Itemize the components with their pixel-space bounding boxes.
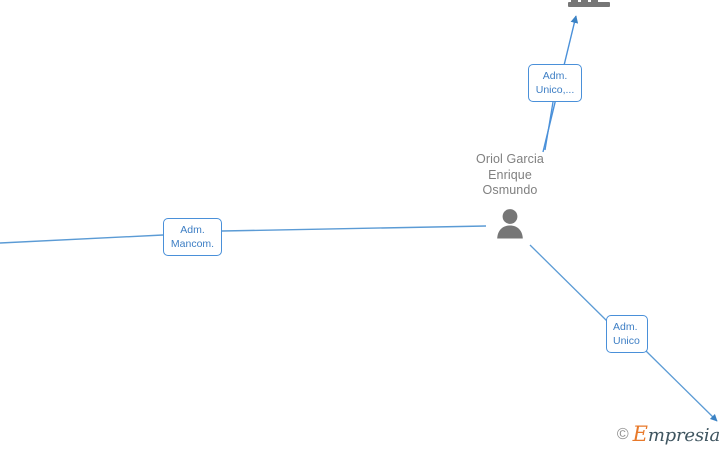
edge-mancom-label-to-person — [221, 225, 487, 232]
person-node-oriol-garcia[interactable]: Oriol Garcia Enrique Osmundo — [440, 152, 580, 241]
company-building-icon[interactable] — [568, 0, 610, 12]
edge-left-to-mancom-label — [0, 234, 164, 244]
brand-initial: E — [632, 422, 648, 446]
brand-wordmark: Empresia — [632, 422, 721, 446]
brand-rest: mpresia — [647, 425, 720, 446]
edge-label-adm-mancom[interactable]: Adm. Mancom. — [163, 218, 222, 256]
person-icon[interactable] — [493, 207, 527, 241]
person-name-label: Oriol Garcia Enrique Osmundo — [476, 152, 544, 197]
edge-label-tail-top — [544, 95, 555, 151]
edge-adm-unico-label-to-bottom-right — [644, 349, 718, 422]
edge-label-adm-unico-truncated[interactable]: Adm. Unico,... — [528, 64, 582, 102]
copyright-icon: © — [616, 425, 629, 443]
empresia-watermark: © Empresia — [617, 424, 720, 445]
edge-label-adm-unico[interactable]: Adm. Unico — [606, 315, 648, 353]
edge-person-to-adm-unico-label — [529, 244, 609, 323]
